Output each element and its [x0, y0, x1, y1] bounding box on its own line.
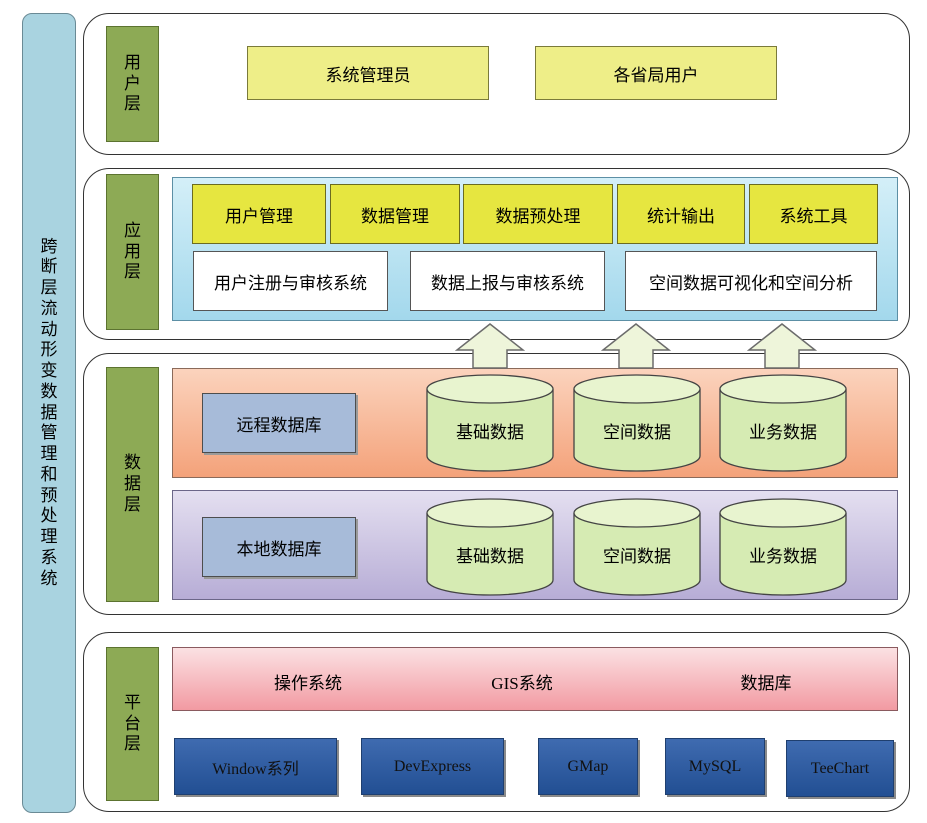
cylinder-label: 空间数据 [603, 547, 671, 566]
user-role-admin: 系统管理员 [247, 46, 489, 100]
user-role-province: 各省局用户 [535, 46, 777, 100]
cylinder-label: 基础数据 [456, 547, 524, 566]
label-char: 用 [124, 241, 141, 261]
system-title-char: 流 [40, 298, 58, 318]
system-title-char: 数 [40, 381, 58, 401]
label-char: 层 [124, 734, 141, 754]
database-cylinder-icon [426, 498, 554, 596]
system-title-char: 理 [40, 444, 58, 464]
tool-gmap: GMap [538, 738, 638, 795]
system-title-char: 动 [40, 319, 58, 339]
cylinder-label: 业务数据 [749, 547, 817, 566]
label-char: 户 [124, 73, 141, 93]
db-system-label: 数据库 [740, 674, 792, 693]
user-layer-label: 用 户 层 [106, 26, 159, 142]
label-char: 据 [124, 474, 141, 494]
system-title-char: 系 [40, 547, 58, 567]
user-layer [83, 13, 910, 155]
cylinder-local-basic: 基础数据 [426, 498, 554, 596]
cylinder-label: 基础数据 [456, 423, 524, 442]
label-char: 层 [124, 262, 141, 282]
app-layer-label: 应 用 层 [106, 174, 159, 330]
arrow-up-icon [747, 323, 817, 369]
module-data-management: 数据管理 [330, 184, 460, 244]
cylinder-label: 空间数据 [603, 423, 671, 442]
system-title-char: 管 [40, 423, 58, 443]
system-title-char: 预 [40, 485, 58, 505]
label-char: 层 [124, 94, 141, 114]
system-title-char: 处 [40, 506, 58, 526]
label-char: 用 [124, 52, 141, 72]
os-label: 操作系统 [274, 674, 342, 693]
system-title-char: 理 [40, 527, 58, 547]
label-char: 台 [124, 713, 141, 733]
data-layer-label: 数 据 层 [106, 367, 159, 602]
module-statistics-output: 统计输出 [617, 184, 745, 244]
tool-windows: Window系列 [174, 738, 337, 795]
label-char: 应 [124, 220, 141, 240]
subsystem-data-reporting: 数据上报与审核系统 [410, 251, 605, 311]
cylinder-remote-business: 业务数据 [719, 374, 847, 472]
system-title: 跨 断 层 流 动 形 变 数 据 管 理 和 预 处 理 系 统 [22, 13, 76, 813]
cylinder-local-business: 业务数据 [719, 498, 847, 596]
database-cylinder-icon [719, 498, 847, 596]
label-char: 数 [124, 453, 141, 473]
system-title-char: 断 [40, 257, 58, 277]
database-cylinder-icon [426, 374, 554, 472]
subsystem-spatial-visualization: 空间数据可视化和空间分析 [625, 251, 877, 311]
platform-layer-label: 平 台 层 [106, 647, 159, 801]
tool-mysql: MySQL [665, 738, 765, 795]
label-char: 层 [124, 494, 141, 514]
system-title-char: 据 [40, 402, 58, 422]
arrow-up-icon [601, 323, 671, 369]
subsystem-user-registration: 用户注册与审核系统 [193, 251, 388, 311]
system-title-char: 层 [40, 278, 58, 298]
database-cylinder-icon [573, 374, 701, 472]
local-database: 本地数据库 [202, 517, 356, 577]
module-data-preprocessing: 数据预处理 [463, 184, 613, 244]
module-user-management: 用户管理 [192, 184, 326, 244]
cylinder-label: 业务数据 [749, 423, 817, 442]
platform-systems-panel: 操作系统 GIS系统 数据库 [172, 647, 898, 711]
label-char: 平 [124, 692, 141, 712]
gis-label: GIS系统 [491, 674, 553, 693]
database-cylinder-icon [719, 374, 847, 472]
system-title-char: 形 [40, 340, 58, 360]
system-title-char: 统 [40, 568, 58, 588]
arrow-up-icon [455, 323, 525, 369]
module-system-tools: 系统工具 [749, 184, 878, 244]
remote-database: 远程数据库 [202, 393, 356, 453]
system-title-char: 跨 [40, 236, 58, 256]
cylinder-local-spatial: 空间数据 [573, 498, 701, 596]
tool-teechart: TeeChart [786, 740, 894, 797]
cylinder-remote-basic: 基础数据 [426, 374, 554, 472]
database-cylinder-icon [573, 498, 701, 596]
system-title-char: 和 [40, 464, 58, 484]
tool-devexpress: DevExpress [361, 738, 504, 795]
system-title-char: 变 [40, 361, 58, 381]
cylinder-remote-spatial: 空间数据 [573, 374, 701, 472]
